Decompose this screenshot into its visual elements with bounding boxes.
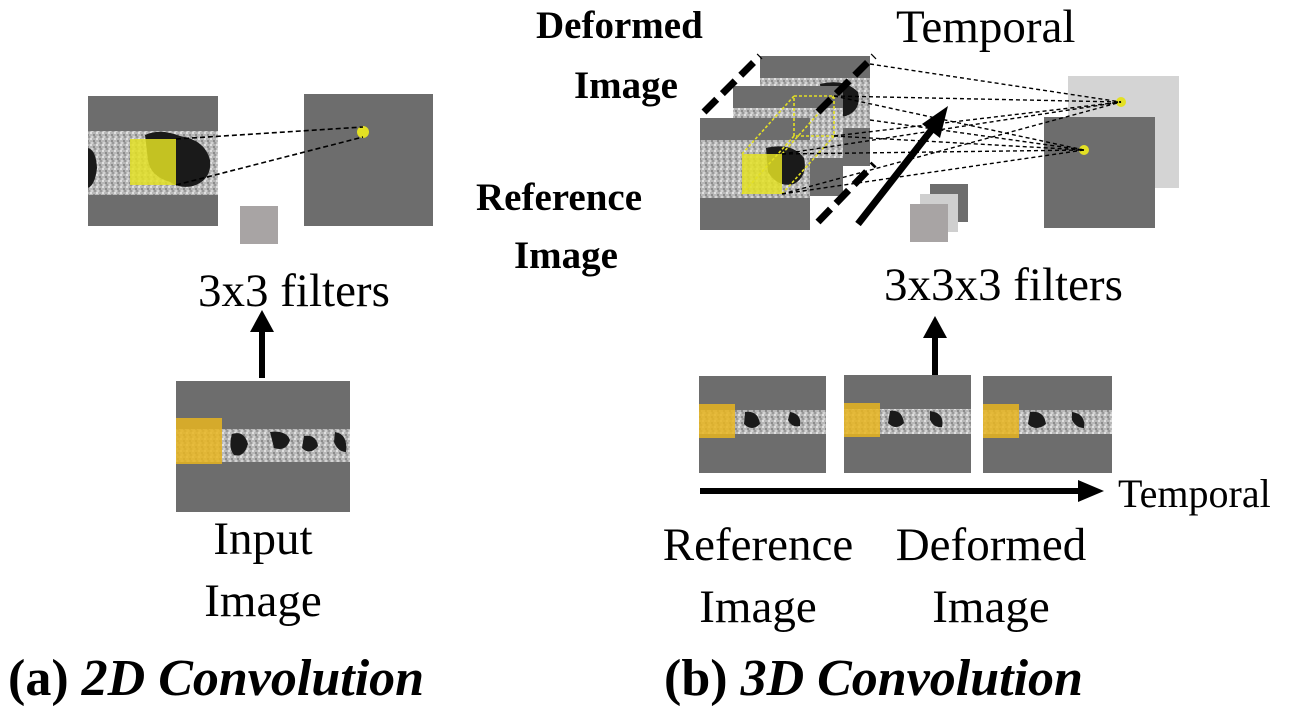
panel-b-bottom-reference-line2: Image — [699, 581, 817, 633]
panel-a-output-point — [357, 126, 369, 138]
panel-a-input-label-line1: Input — [213, 513, 313, 565]
panel-b-sequence-frame-3 — [983, 376, 1112, 473]
panel-b-reference-label-line2: Image — [514, 234, 618, 277]
panel-b-filter-stack — [910, 184, 968, 242]
panel-b-reference-label-line1: Reference — [476, 176, 642, 219]
panel-b-temporal-axis-arrow — [700, 480, 1104, 502]
panel-a-input-label-line2: Image — [204, 575, 322, 627]
panel-b-up-arrow — [923, 316, 947, 375]
panel-b-caption-prefix: (b) — [664, 650, 741, 707]
panel-b-filters-label: 3x3x3 filters — [884, 259, 1123, 311]
panel-b-bottom-reference-line1: Reference — [662, 519, 854, 571]
panel-a-kernel-highlight — [130, 139, 176, 185]
panel-a-filter-square — [240, 206, 278, 244]
panel-b-bottom-deformed-line2: Image — [932, 581, 1050, 633]
panel-b-caption-title: 3D Convolution — [740, 650, 1083, 707]
panel-a-filters-label: 3x3 filters — [198, 265, 390, 317]
panel-b-kernel-cube — [741, 95, 835, 195]
panel-b-deformed-label-line2: Image — [574, 64, 678, 107]
panel-b-feature-map-front — [1044, 117, 1155, 228]
panel-a-kernel-highlight-input — [176, 418, 222, 464]
panel-b-sequence-frame-2 — [844, 375, 971, 473]
panel-a-feature-map — [304, 94, 433, 226]
panel-a-caption-title: 2D Convolution — [81, 650, 425, 707]
panel-b-reference-frame — [700, 118, 810, 230]
panel-a-projection-lines — [175, 126, 364, 186]
panel-a-caption-prefix: (a) — [8, 650, 82, 707]
panel-b-frame-separators — [701, 53, 877, 225]
panel-a-input-image — [176, 381, 350, 512]
panel-b-caption: (b) 3D Convolution — [664, 653, 1083, 705]
panel-a-caption: (a) 2D Convolution — [8, 653, 424, 705]
panel-a-up-arrow — [250, 310, 274, 378]
panel-b-sequence-frame-1 — [699, 376, 826, 473]
panel-b-bottom-deformed-line1: Deformed — [895, 519, 1087, 571]
panel-b-kernel-front — [742, 154, 782, 194]
panel-a-zoomed-input — [88, 96, 218, 226]
panel-b-deformed-label-line1: Deformed — [536, 4, 703, 47]
panel-b-temporal-top-label: Temporal — [896, 1, 1076, 53]
panel-b-projection-lines — [781, 63, 1122, 195]
panel-b-temporal-axis-label: Temporal — [1118, 471, 1271, 516]
